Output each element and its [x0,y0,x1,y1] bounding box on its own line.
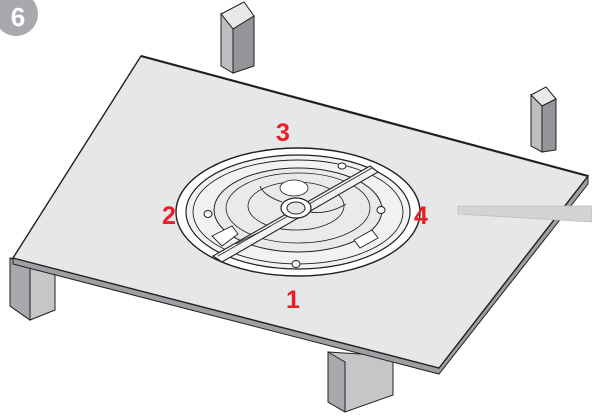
joist-bottom-right [327,351,394,413]
callout-label-1: 1 [286,286,300,314]
joist-bottom-left [9,257,56,321]
callout-label-3: 3 [276,119,290,147]
mounting-ring [175,147,421,277]
callout-label-2: 2 [162,202,176,230]
joist-top-right [530,86,557,153]
step-number-badge: 6 [0,0,38,36]
pointer-rod-icon [457,205,592,223]
callout-label-4: 4 [414,202,428,230]
joist-top-left [220,1,255,74]
